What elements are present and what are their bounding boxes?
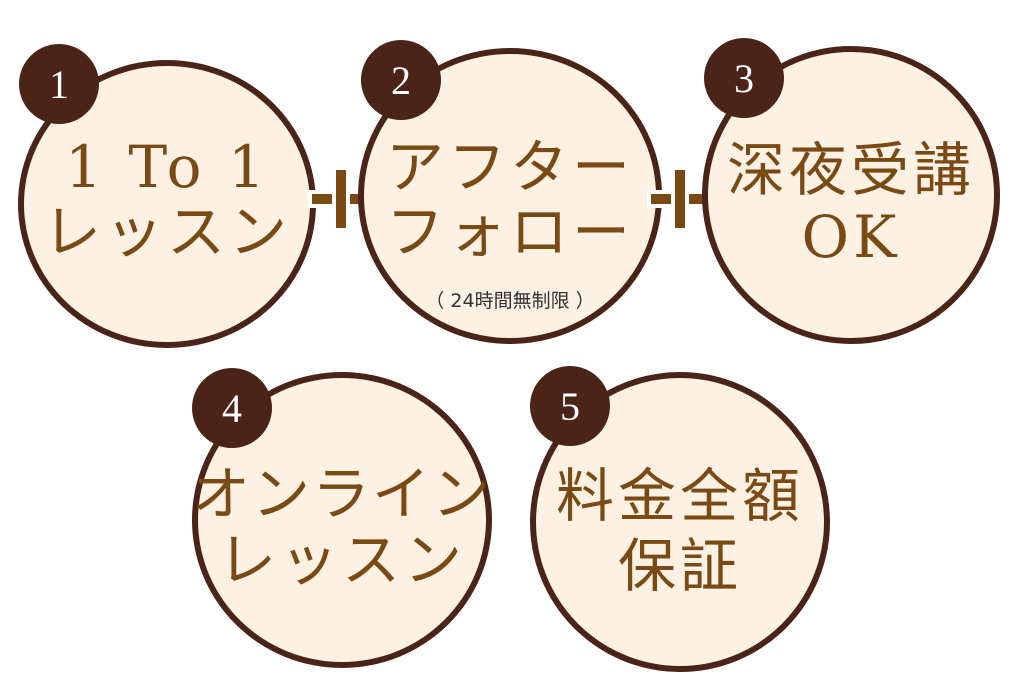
feature-4-line1: オンライン xyxy=(192,460,493,528)
feature-5-line1: 料金全額 xyxy=(555,462,804,530)
plus-icon xyxy=(308,166,374,232)
number-badge-5: 5 xyxy=(530,366,610,446)
number-badge-3: 3 xyxy=(704,38,784,118)
number-badge-1: 1 xyxy=(19,44,99,124)
feature-2-line1: アフター xyxy=(385,133,634,201)
feature-5-line2: 保証 xyxy=(617,532,742,600)
feature-2-note: （ 24時間無制限 ） xyxy=(425,290,595,312)
number-badge-2: 2 xyxy=(361,40,441,120)
plus-icon xyxy=(647,166,713,232)
feature-2-line2: フォロー xyxy=(385,198,634,266)
feature-1-line1: 1 To 1 xyxy=(65,133,269,201)
feature-4-line2: レッスン xyxy=(217,526,466,594)
feature-3-line2: OK xyxy=(801,203,901,271)
feature-3-line1: 深夜受講 xyxy=(726,136,975,204)
number-badge-4: 4 xyxy=(192,368,272,448)
feature-1-line2: レッスン xyxy=(42,198,291,266)
